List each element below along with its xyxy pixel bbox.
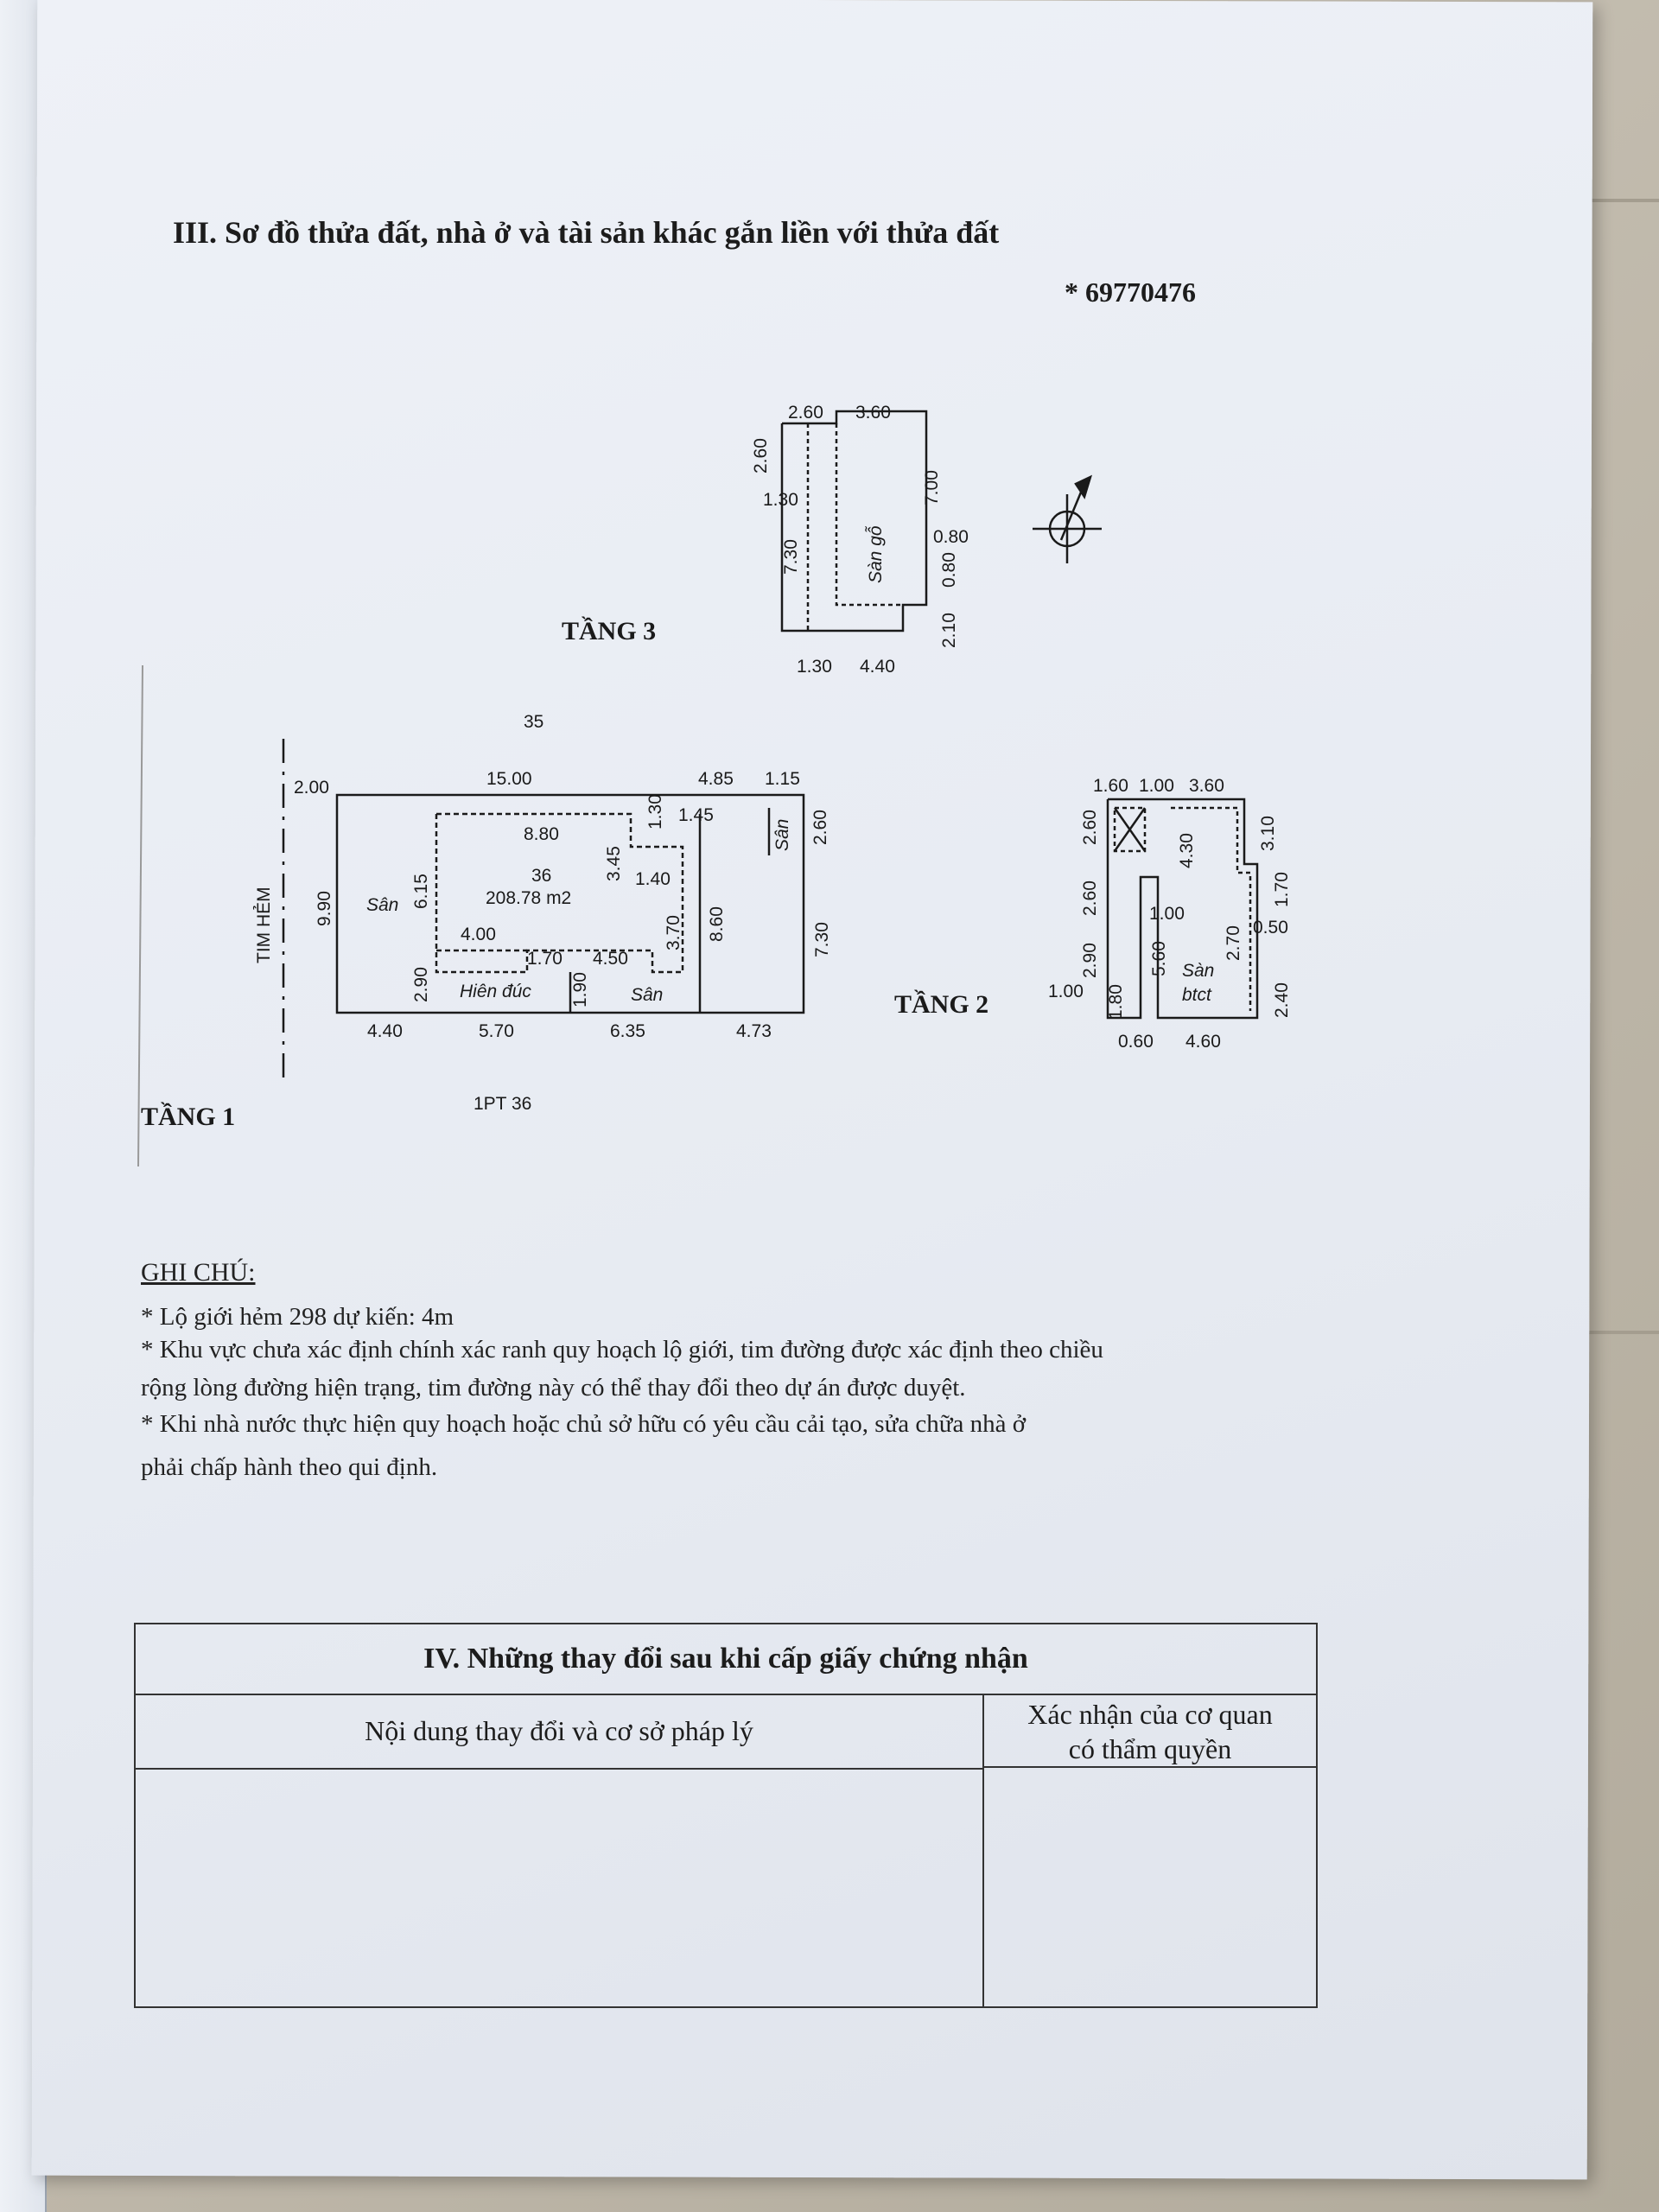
section-4-title: IV. Những thay đổi sau khi cấp giấy chứn… (136, 1624, 1316, 1695)
tang3-label: TẦNG 3 (562, 616, 656, 645)
table-header-confirmation: Xác nhận của cơ quan có thẩm quyền (984, 1694, 1316, 1768)
notes-title: GHI CHÚ: (141, 1258, 256, 1287)
tang1-dim: 4.73 (736, 1021, 772, 1041)
tang3-dim: 4.40 (860, 657, 895, 677)
tang1-dim: 2.90 (411, 967, 431, 1002)
changes-table: IV. Những thay đổi sau khi cấp giấy chứn… (134, 1623, 1318, 2008)
tang2-dim: 5.60 (1149, 941, 1169, 976)
street-name-label: TIM HẺM (254, 887, 274, 963)
tang1-dim: 8.80 (524, 824, 559, 844)
floor-plan-diagram: 2.60 3.60 2.60 1.30 7.30 7.00 0.80 0.80 … (137, 403, 1292, 1167)
tang2-label: TẦNG 2 (894, 989, 988, 1019)
tang1-dim: 1.45 (678, 805, 714, 825)
tang1-dim: 8.60 (707, 906, 727, 942)
tang3-dim: 7.00 (922, 470, 942, 505)
tang1-dim: 3.45 (604, 846, 624, 881)
tang2-dim: 4.60 (1185, 1032, 1221, 1052)
tang1-dim: 1.70 (527, 949, 563, 969)
tang1-room-label: Hiên đúc (460, 982, 531, 1001)
note-line: * Lộ giới hẻm 298 dự kiến: 4m (141, 1303, 454, 1331)
tang1-dim: 2.00 (294, 778, 329, 798)
tang1-room-label: Sân (366, 895, 398, 915)
tang1-dim: 6.35 (610, 1021, 645, 1041)
tang2-dim: 0.60 (1118, 1032, 1154, 1052)
tang3-outline (780, 410, 928, 632)
tang2-dim: 3.60 (1189, 776, 1224, 796)
tang2-dim: 1.00 (1139, 776, 1174, 796)
tang2-dim: 2.70 (1224, 925, 1243, 961)
tang2-dim: 1.60 (1093, 776, 1128, 796)
tang1-dim: 6.15 (411, 874, 431, 909)
tang1-dim: 1.90 (570, 972, 590, 1007)
parcel-area: 208.78 m2 (486, 888, 571, 908)
tang1-room-label: Sân (631, 985, 663, 1005)
tang1-dim: 4.40 (367, 1021, 403, 1041)
tang2-dim: 0.50 (1253, 918, 1288, 938)
tang3-room-label: Sàn gỗ (866, 525, 886, 583)
tang1-dim: 4.00 (461, 925, 496, 944)
table-header-content: Nội dung thay đổi và cơ sở pháp lý (136, 1694, 984, 1770)
serial-number: * 69770476 (1065, 276, 1196, 308)
tang3-dim: 0.80 (933, 527, 969, 547)
tang2-dim: 2.90 (1080, 943, 1100, 978)
parcel-number: 36 (531, 866, 551, 886)
tang1-building (435, 812, 684, 974)
tang1-dim: 1.15 (765, 769, 800, 789)
tang2-room-label: btct (1182, 985, 1212, 1005)
tang3-inner-wall (835, 423, 903, 607)
tang2-dim: 1.70 (1272, 872, 1292, 907)
tang2-dim: 2.60 (1080, 810, 1100, 845)
note-line: phải chấp hành theo qui định. (141, 1453, 438, 1481)
tang3-dim: 7.30 (781, 539, 801, 575)
tang1-room-label: Sân (772, 819, 792, 851)
tang1-neighbor-bottom: 1PT 36 (474, 1094, 531, 1114)
tang2-outline (1106, 798, 1259, 1020)
tang1-dim: 3.70 (664, 915, 683, 950)
table-header-confirmation-line1: Xác nhận của cơ quan (1027, 1699, 1273, 1730)
tang1-dim: 5.70 (479, 1021, 514, 1041)
tang1-dim: 4.85 (698, 769, 734, 789)
tang3-dim: 3.60 (855, 403, 891, 423)
tang1-dim: 1.30 (645, 794, 665, 830)
tang1-dim: 2.60 (810, 810, 830, 845)
tang3-dim: 2.60 (751, 438, 771, 474)
table-cell-content (136, 1770, 984, 2006)
note-line: * Khu vực chưa xác định chính xác ranh q… (141, 1336, 1103, 1363)
tang2-dim: 1.00 (1149, 904, 1185, 924)
tang3-dim: 2.60 (788, 403, 823, 423)
table-header-confirmation-line2: có thẩm quyền (1068, 1733, 1232, 1764)
tang3-dim: 1.30 (763, 490, 798, 510)
tang1-dim: 1.40 (635, 869, 671, 889)
tang1-neighbor-top: 35 (524, 712, 543, 732)
tang2-room-label: Sàn (1182, 961, 1214, 981)
tang1-dim: 4.50 (593, 949, 628, 969)
note-line: * Khi nhà nước thực hiện quy hoạch hoặc … (141, 1410, 1027, 1438)
tang2-dim: 1.80 (1106, 984, 1126, 1020)
tang1-dim: 7.30 (812, 922, 832, 957)
tang1-dim: 9.90 (315, 891, 334, 926)
table-cell-confirmation (984, 1770, 1316, 2006)
tang1-label: TẦNG 1 (141, 1102, 235, 1131)
tang2-dim: 1.00 (1048, 982, 1084, 1001)
floor-tile-line (1555, 199, 1659, 202)
tang2-dim: 2.60 (1080, 880, 1100, 916)
note-line: rộng lòng đường hiện trạng, tim đường nà… (141, 1374, 966, 1402)
tang2-dim: 2.40 (1272, 982, 1292, 1018)
section-3-title: III. Sơ đồ thửa đất, nhà ở và tài sản kh… (173, 215, 1000, 250)
tang3-dim: 1.30 (797, 657, 832, 677)
floor-tile-line (1581, 1331, 1659, 1334)
tang1-dim: 15.00 (486, 769, 532, 789)
tang3-dim: 2.10 (939, 613, 959, 648)
tang2-dim: 4.30 (1177, 833, 1197, 868)
tang3-dim: 0.80 (939, 552, 959, 588)
tang2-dim: 3.10 (1258, 816, 1278, 851)
